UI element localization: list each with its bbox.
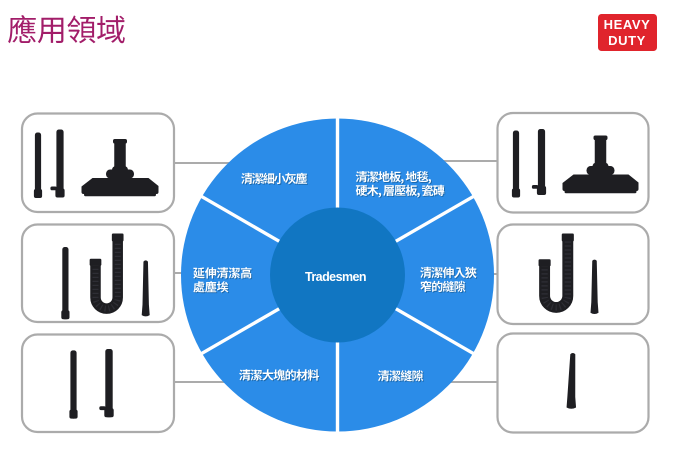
svg-text:Tradesmen: Tradesmen xyxy=(305,270,366,284)
svg-text:HEAVY: HEAVY xyxy=(604,17,651,32)
svg-text:DUTY: DUTY xyxy=(608,33,646,48)
